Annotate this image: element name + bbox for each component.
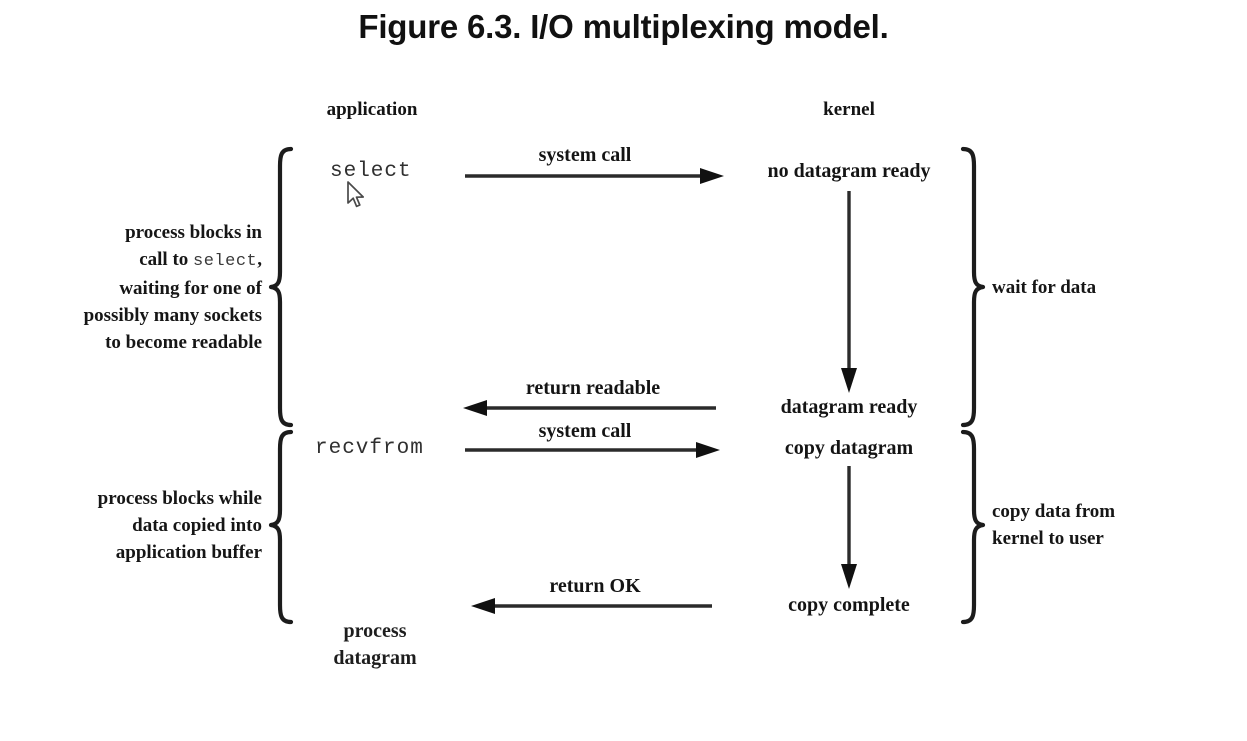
annotation-line-1: copy data from bbox=[992, 501, 1116, 522]
annotation-line-2-suffix: , bbox=[257, 249, 262, 270]
annotation-line-2: data copied into bbox=[132, 515, 262, 536]
annotation-line-1: process blocks in bbox=[125, 222, 262, 243]
annotation-copy-data-kernel-to-user: copy data from kernel to user bbox=[992, 498, 1222, 552]
annotation-line-2-mono-select: select bbox=[193, 252, 258, 271]
annotation-line-2: kernel to user bbox=[992, 528, 1104, 549]
annotation-wait-for-data: wait for data bbox=[992, 274, 1222, 301]
annotation-line-5: to become readable bbox=[105, 332, 262, 353]
annotation-line-4: possibly many sockets bbox=[83, 305, 262, 326]
left-brace-lower bbox=[268, 429, 294, 625]
kernel-state-copy-datagram: copy datagram bbox=[784, 437, 914, 459]
arrow-label-system-call-select: system call bbox=[538, 144, 632, 166]
right-brace-upper bbox=[960, 146, 986, 428]
annotation-process-blocks-copy: process blocks while data copied into ap… bbox=[40, 485, 262, 566]
arrow-return-ok bbox=[471, 598, 712, 614]
application-process-datagram: process datagram bbox=[285, 618, 465, 672]
right-brace-lower bbox=[960, 429, 986, 625]
left-brace-upper bbox=[268, 146, 294, 428]
arrow-label-system-call-recvfrom: system call bbox=[538, 420, 632, 442]
kernel-state-datagram-ready: datagram ready bbox=[780, 396, 918, 418]
application-call-recvfrom: recvfrom bbox=[315, 437, 424, 460]
arrow-label-return-ok: return OK bbox=[549, 575, 641, 597]
annotation-line-2-prefix: call to bbox=[139, 249, 194, 270]
application-call-select: select bbox=[330, 160, 412, 183]
column-header-kernel: kernel bbox=[823, 99, 875, 120]
kernel-state-copy-complete: copy complete bbox=[788, 594, 910, 616]
column-header-application: application bbox=[326, 99, 418, 120]
kernel-state-no-datagram-ready: no datagram ready bbox=[767, 160, 931, 182]
arrow-kernel-wait-for-data bbox=[841, 191, 857, 393]
figure-title: Figure 6.3. I/O multiplexing model. bbox=[358, 8, 889, 45]
annotation-process-blocks-select: process blocks in call to select, waitin… bbox=[40, 219, 262, 356]
process-datagram-line-1: process bbox=[343, 620, 407, 642]
arrow-label-return-readable: return readable bbox=[525, 377, 661, 399]
annotation-line-3: application buffer bbox=[115, 542, 262, 563]
annotation-line-1: process blocks while bbox=[97, 488, 262, 509]
annotation-line-3: waiting for one of bbox=[119, 278, 262, 299]
arrow-kernel-copy-data bbox=[841, 466, 857, 589]
annotation-line-1: wait for data bbox=[992, 277, 1097, 298]
arrow-recvfrom-system-call bbox=[465, 442, 720, 458]
annotation-line-2: call to select, bbox=[40, 246, 262, 275]
arrow-select-system-call bbox=[465, 168, 724, 184]
arrow-return-readable bbox=[463, 400, 716, 416]
mouse-pointer-icon bbox=[346, 181, 368, 216]
process-datagram-line-2: datagram bbox=[333, 647, 417, 669]
